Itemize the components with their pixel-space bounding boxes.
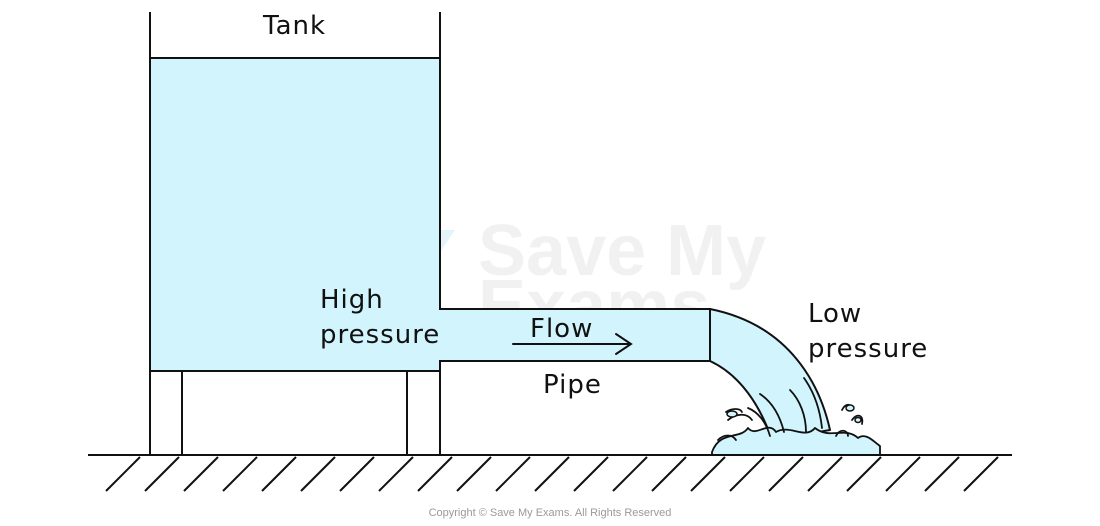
low-pressure-label-line2: pressure: [808, 334, 928, 364]
ground-hatch-line: [300, 456, 336, 492]
tank-legs: [149, 371, 441, 455]
water-jet: [709, 308, 881, 456]
ground-hatch-line: [534, 456, 570, 492]
tank-label: Tank: [262, 11, 326, 41]
ground-hatch-line: [768, 456, 804, 492]
ground-hatch-line: [924, 456, 960, 492]
tank-water: [150, 58, 710, 371]
ground-hatch-line: [378, 456, 414, 492]
ground-hatch-line: [456, 456, 492, 492]
ground-hatch-line: [495, 456, 531, 492]
ground-hatch-line: [573, 456, 609, 492]
flow-arrow: [512, 333, 633, 355]
ground: [88, 454, 1012, 492]
ground-hatch-line: [846, 456, 882, 492]
splash-droplets: [726, 404, 862, 424]
ground-hatch-line: [651, 456, 687, 492]
ground-hatch-line: [261, 456, 297, 492]
ground-hatch-line: [144, 456, 180, 492]
ground-hatch-line: [612, 456, 648, 492]
copyright-text: Copyright © Save My Exams. All Rights Re…: [429, 507, 672, 519]
water-stream: [709, 308, 831, 441]
ground-hatch-line: [417, 456, 453, 492]
ground-hatch-line: [183, 456, 219, 492]
flow-label: Flow: [530, 314, 593, 344]
ground-hatching: [105, 456, 999, 492]
ground-hatch-line: [807, 456, 843, 492]
ground-hatch-line: [963, 456, 999, 492]
watermark-text-line1: Save My: [478, 211, 766, 291]
splash-pool: [711, 426, 881, 456]
tank: [149, 12, 711, 372]
ground-hatch-line: [339, 456, 375, 492]
high-pressure-label-line2: pressure: [320, 320, 440, 350]
pipe-label: Pipe: [543, 370, 602, 400]
ground-hatch-line: [885, 456, 921, 492]
ground-hatch-line: [105, 456, 141, 492]
ground-hatch-line: [222, 456, 258, 492]
high-pressure-label-line1: High: [320, 285, 384, 315]
low-pressure-label-line1: Low: [808, 299, 862, 329]
ground-hatch-line: [690, 456, 726, 492]
ground-hatch-line: [729, 456, 765, 492]
